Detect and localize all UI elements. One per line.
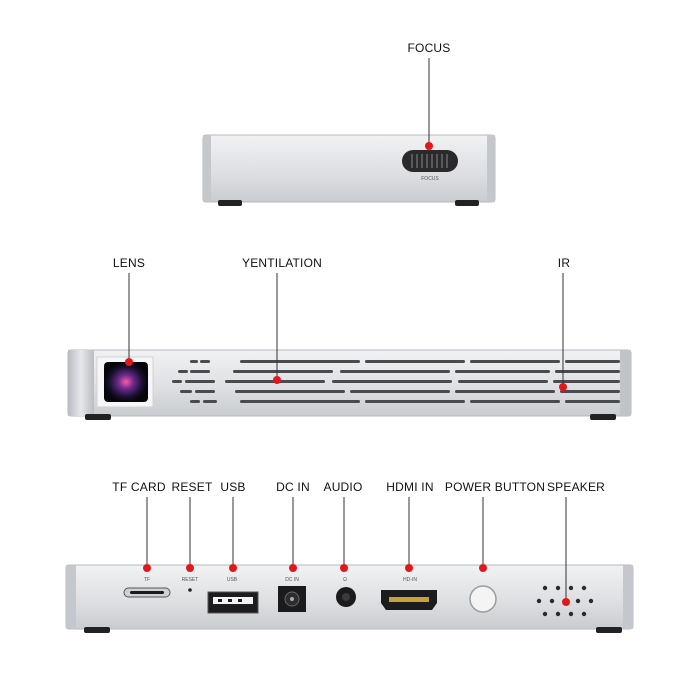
ventilation-label: YENTILATION <box>242 256 322 270</box>
dc-in-marking: DC IN <box>285 577 299 583</box>
power-button-callout-dot <box>479 564 487 572</box>
lens-label: LENS <box>112 256 146 270</box>
lens-icon <box>104 362 148 402</box>
audio-callout-dot <box>340 564 348 572</box>
hdmi-in-callout-dot <box>405 564 413 572</box>
reset-label: RESET <box>171 480 213 494</box>
rear-view-foot-right <box>596 627 622 633</box>
audio-label: AUDIO <box>323 480 363 494</box>
ventilation-slats <box>172 360 620 403</box>
ir-label: IR <box>557 256 571 270</box>
ir-callout-dot <box>559 383 567 391</box>
rear-view-left-edge <box>66 565 76 629</box>
usb-marking: USB <box>227 577 238 583</box>
rear-view-right-edge <box>623 565 633 629</box>
front-view-foot-right <box>590 414 616 420</box>
tf-card-label: TF CARD <box>112 480 166 494</box>
dc-in-label: DC IN <box>276 480 310 494</box>
focus-wheel[interactable] <box>402 150 458 172</box>
speaker-grille <box>536 585 594 617</box>
rear-view-foot-left <box>84 627 110 633</box>
front-view-left-end <box>68 350 94 416</box>
focus-wheel-text: FOCUS <box>421 176 439 182</box>
top-view-foot-left <box>218 200 242 206</box>
audio-marking: Ω <box>343 577 347 583</box>
focus-callout-dot <box>425 142 433 150</box>
dc-in-callout-dot <box>289 564 297 572</box>
hd-in-marking: HD-IN <box>403 577 417 583</box>
front-view-right-end <box>620 350 631 416</box>
hdmi-in-label: HDMI IN <box>386 480 434 494</box>
ventilation-callout-dot <box>273 376 281 384</box>
usb-label: USB <box>220 480 246 494</box>
reset-marking: RESET <box>182 577 199 583</box>
power-button-label: POWER BUTTON <box>444 480 546 494</box>
top-view-left-edge <box>203 135 211 202</box>
reset-callout-dot <box>186 564 194 572</box>
speaker-label: SPEAKER <box>546 480 606 494</box>
usb-callout-dot <box>229 564 237 572</box>
reset-pinhole[interactable] <box>188 588 192 592</box>
speaker-callout-dot <box>562 598 570 606</box>
front-view-projector <box>67 273 632 420</box>
top-view-right-edge <box>487 135 495 202</box>
lens-callout-dot <box>125 358 133 366</box>
tf-card-callout-dot <box>143 564 151 572</box>
top-view-projector: FOCUS <box>202 58 496 206</box>
tf-marking: TF <box>144 577 150 583</box>
rear-view-projector: TF RESET USB DC IN Ω HD-IN <box>65 497 634 633</box>
top-view-foot-right <box>455 200 479 206</box>
focus-label: FOCUS <box>407 41 451 55</box>
power-button[interactable] <box>469 585 497 613</box>
front-view-foot-left <box>85 414 111 420</box>
